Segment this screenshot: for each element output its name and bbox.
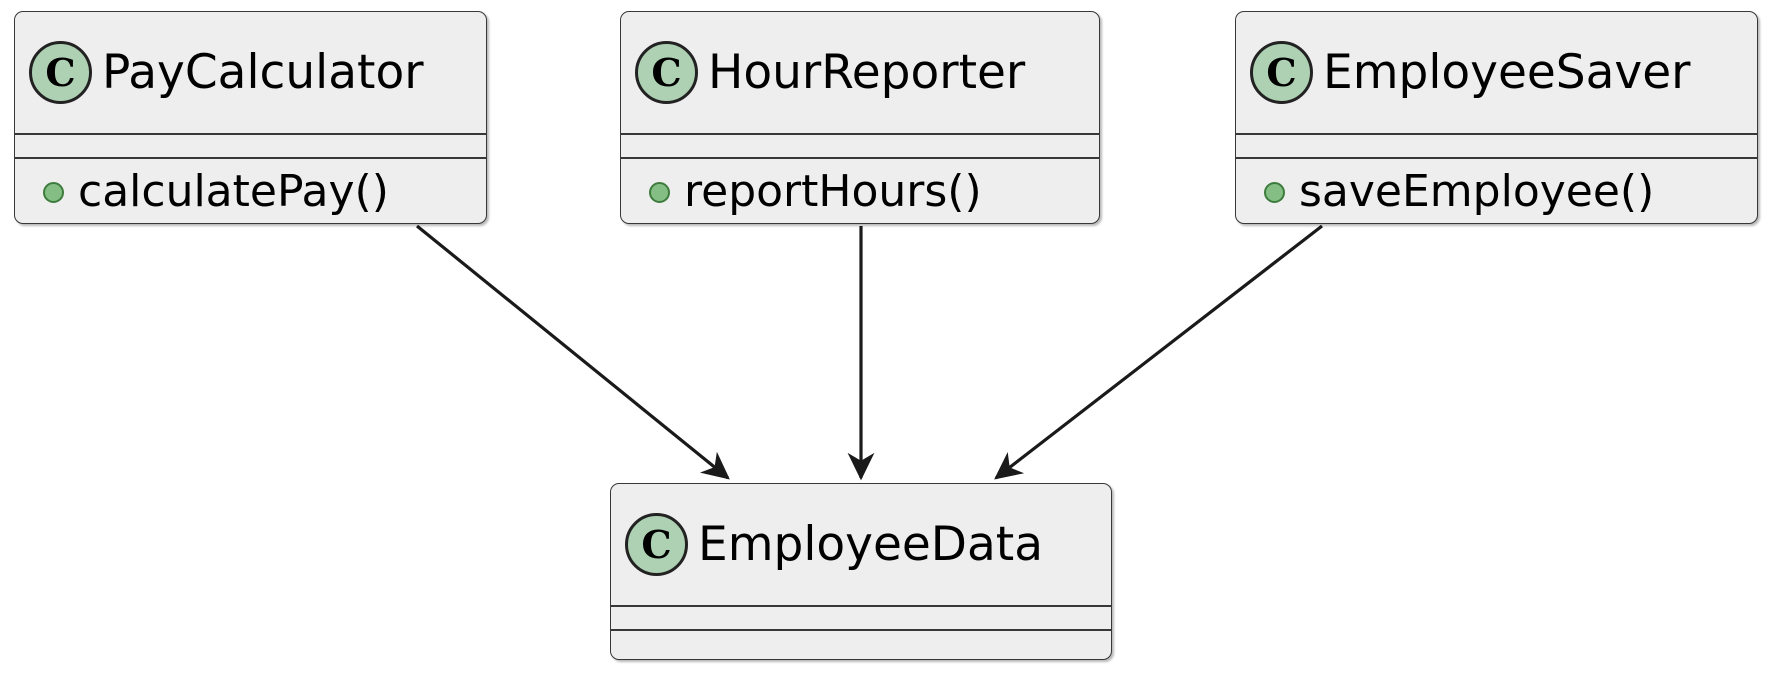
method-label: reportHours(): [684, 166, 982, 217]
attributes-compartment: [1236, 135, 1757, 157]
compartment-divider-methods: [611, 629, 1111, 631]
methods-compartment: calculatePay(): [15, 159, 486, 223]
compartment-divider-methods: [15, 157, 486, 159]
edge-employeesaver-employeedata: [994, 224, 1323, 480]
class-stereotype-icon: C: [625, 513, 688, 576]
class-header: C HourReporter: [621, 12, 1099, 133]
class-name-label: HourReporter: [708, 45, 1026, 100]
method-label: saveEmployee(): [1299, 166, 1655, 217]
public-method-bullet-icon: [43, 181, 64, 203]
compartment-divider-methods: [1236, 157, 1757, 159]
attributes-compartment: [611, 607, 1111, 629]
method-label: calculatePay(): [78, 166, 389, 217]
attributes-compartment: [15, 135, 486, 157]
class-header: C PayCalculator: [15, 12, 486, 133]
edge-paycalculator-employeedata: [415, 224, 730, 480]
compartment-divider-attributes: [621, 133, 1099, 135]
class-box-employeedata[interactable]: C EmployeeData: [610, 483, 1112, 660]
compartment-divider-attributes: [611, 605, 1111, 607]
class-stereotype-icon: C: [29, 41, 92, 104]
class-stereotype-icon: C: [1250, 41, 1313, 104]
class-name-label: EmployeeSaver: [1323, 45, 1691, 100]
methods-compartment: reportHours(): [621, 159, 1099, 223]
class-stereotype-icon: C: [635, 41, 698, 104]
compartment-divider-attributes: [15, 133, 486, 135]
class-header: C EmployeeSaver: [1236, 12, 1757, 133]
class-header: C EmployeeData: [611, 484, 1111, 605]
class-name-label: EmployeeData: [698, 517, 1043, 572]
compartment-divider-attributes: [1236, 133, 1757, 135]
methods-compartment: [611, 631, 1111, 659]
methods-compartment: saveEmployee(): [1236, 159, 1757, 223]
class-box-employeesaver[interactable]: C EmployeeSaver saveEmployee(): [1235, 11, 1758, 224]
public-method-bullet-icon: [1264, 181, 1285, 203]
public-method-bullet-icon: [649, 181, 670, 203]
attributes-compartment: [621, 135, 1099, 157]
compartment-divider-methods: [621, 157, 1099, 159]
class-box-hourreporter[interactable]: C HourReporter reportHours(): [620, 11, 1100, 224]
class-box-paycalculator[interactable]: C PayCalculator calculatePay(): [14, 11, 487, 224]
class-name-label: PayCalculator: [102, 45, 424, 100]
